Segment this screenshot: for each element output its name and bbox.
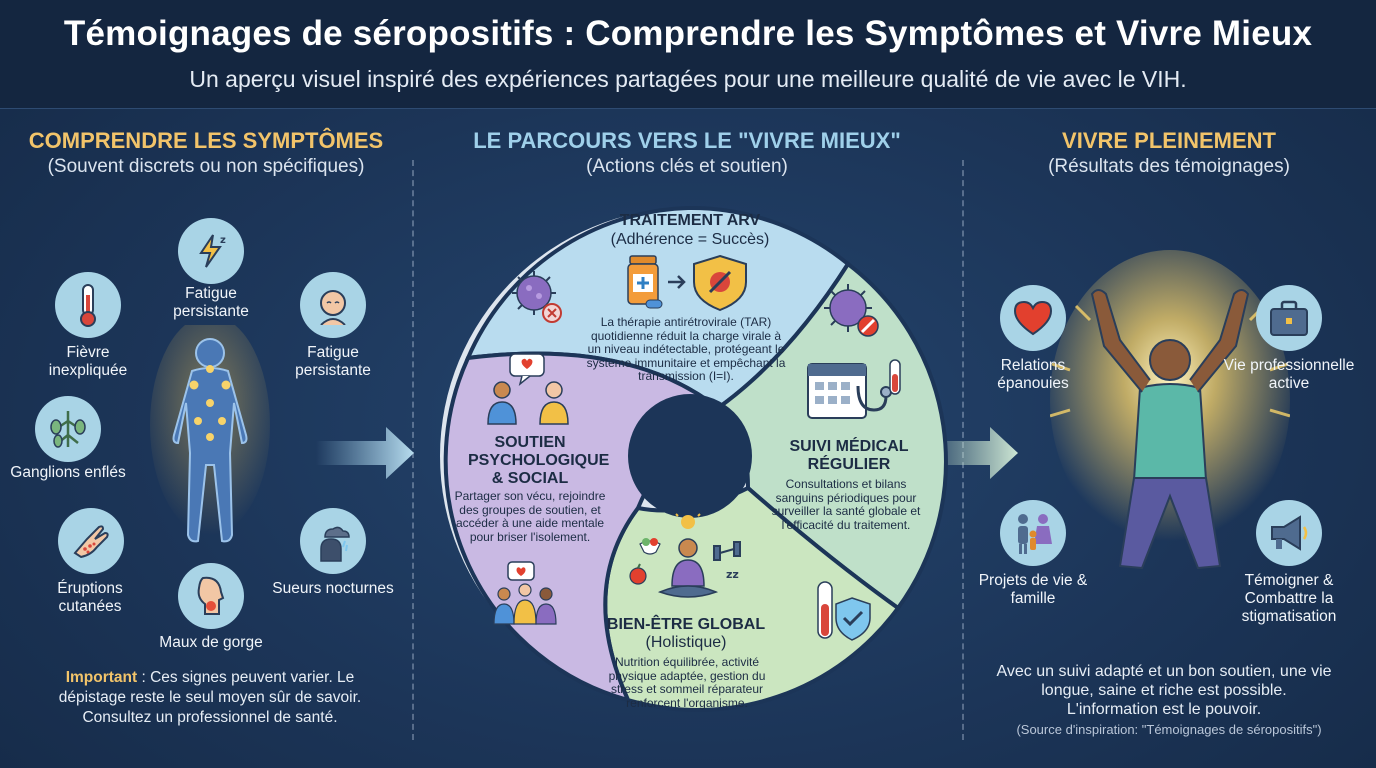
symptom-sueurs-label: Sueurs nocturnes: [272, 580, 394, 597]
arrow-middle-to-right: [920, 427, 1018, 479]
arrow-left-to-middle: [316, 427, 414, 479]
symptom-fievre-label: Fièvre inexpliquée: [48, 344, 128, 379]
celebrating-figure: [1050, 250, 1290, 570]
svg-text:zz: zz: [726, 568, 739, 581]
bienetre-subtitle: (Holistique): [645, 634, 727, 651]
header: Témoignages de séropositifs : Comprendre…: [0, 0, 1376, 109]
heart-icon: [1000, 285, 1066, 351]
arv-title: TRAITEMENT ARV: [619, 212, 761, 229]
important-note: Important : Ces signes peuvent varier. L…: [40, 668, 380, 728]
middle-column-subtitle: (Actions clés et soutien): [586, 156, 788, 177]
symptom-fatigue-top-label: Fatigue persistante: [173, 285, 249, 320]
thermometer-icon: [55, 272, 121, 338]
shield-virus-icon: [693, 254, 747, 312]
soutien-title: SOUTIEN PSYCHOLOGIQUE & SOCIAL: [468, 434, 610, 487]
middle-column-title: LE PARCOURS VERS LE "VIVRE MIEUX": [473, 128, 901, 153]
calendar-icon: [807, 359, 901, 419]
chat-people-icon: [487, 353, 569, 425]
page-title: Témoignages de séropositifs : Comprendre…: [63, 14, 1313, 53]
lymph-icon: [35, 396, 101, 462]
virus-shield-icon: [824, 284, 879, 337]
throat-icon: [178, 563, 244, 629]
right-column-title: VIVRE PLEINEMENT: [1062, 128, 1276, 153]
stethoscope-icon: [856, 385, 888, 412]
symptom-gorge-label: Maux de gorge: [159, 634, 263, 651]
pill-bottle-icon: [627, 255, 663, 309]
symptom-eruptions-label: Éruptions cutanées: [57, 580, 123, 615]
left-column-title: COMPRENDRE LES SYMPTÔMES: [28, 128, 384, 153]
outcome-projets-label: Projets de vie & famille: [978, 572, 1088, 607]
symptom-ganglions-label: Ganglions enflés: [10, 464, 126, 481]
bienetre-text: Nutrition équilibrée, activité physique …: [608, 655, 766, 710]
meditation-icon: zz: [629, 512, 741, 598]
symptom-fatigue-right-label: Fatigue persistante: [295, 344, 371, 379]
lightning-icon: z: [178, 218, 244, 284]
virus-icon: [512, 271, 562, 323]
divider-left: [412, 160, 414, 740]
svg-text:z: z: [220, 235, 226, 246]
megaphone-icon: [1256, 500, 1322, 566]
arv-text: La thérapie antirétrovirale (TAR) quotid…: [586, 315, 786, 383]
body-figure: [150, 325, 270, 543]
right-column-subtitle: (Résultats des témoignages): [1048, 156, 1290, 177]
outcome-relations-label: Relations épanouies: [997, 357, 1069, 392]
suivi-text: Consultations et bilans sanguins périodi…: [771, 477, 921, 532]
page-subtitle: Un aperçu visuel inspiré des expériences…: [189, 66, 1187, 92]
head-icon: [300, 272, 366, 338]
test-tube-icon: [817, 581, 871, 641]
arv-subtitle: (Adhérence = Succès): [610, 231, 770, 248]
left-column-subtitle: (Souvent discrets ou non spécifiques): [47, 156, 365, 177]
bienetre-title: BIEN-ÊTRE GLOBAL: [606, 616, 766, 633]
soutien-text: Partager son vécu, rejoindre des groupes…: [454, 489, 606, 544]
family-icon: [1000, 500, 1066, 566]
arv-icons: [627, 254, 747, 312]
source-note: (Source d'inspiration: "Témoignages de s…: [1016, 722, 1322, 737]
suivi-title: SUIVI MÉDICAL RÉGULIER: [789, 438, 909, 473]
cloud-head-icon: [300, 508, 366, 574]
group-icon: [493, 561, 557, 625]
conclusion-text: Avec un suivi adapté et un bon soutien, …: [996, 663, 1332, 718]
briefcase-icon: [1256, 285, 1322, 351]
important-note-text: : Ces signes peuvent varier. Le dépistag…: [58, 669, 362, 726]
outcome-temoigner-label: Témoigner & Combattre la stigmatisation: [1241, 572, 1337, 625]
important-note-strong: Important: [65, 669, 138, 686]
rash-hand-icon: [58, 508, 124, 574]
outcome-pro-label: Vie professionnelle active: [1223, 357, 1355, 392]
